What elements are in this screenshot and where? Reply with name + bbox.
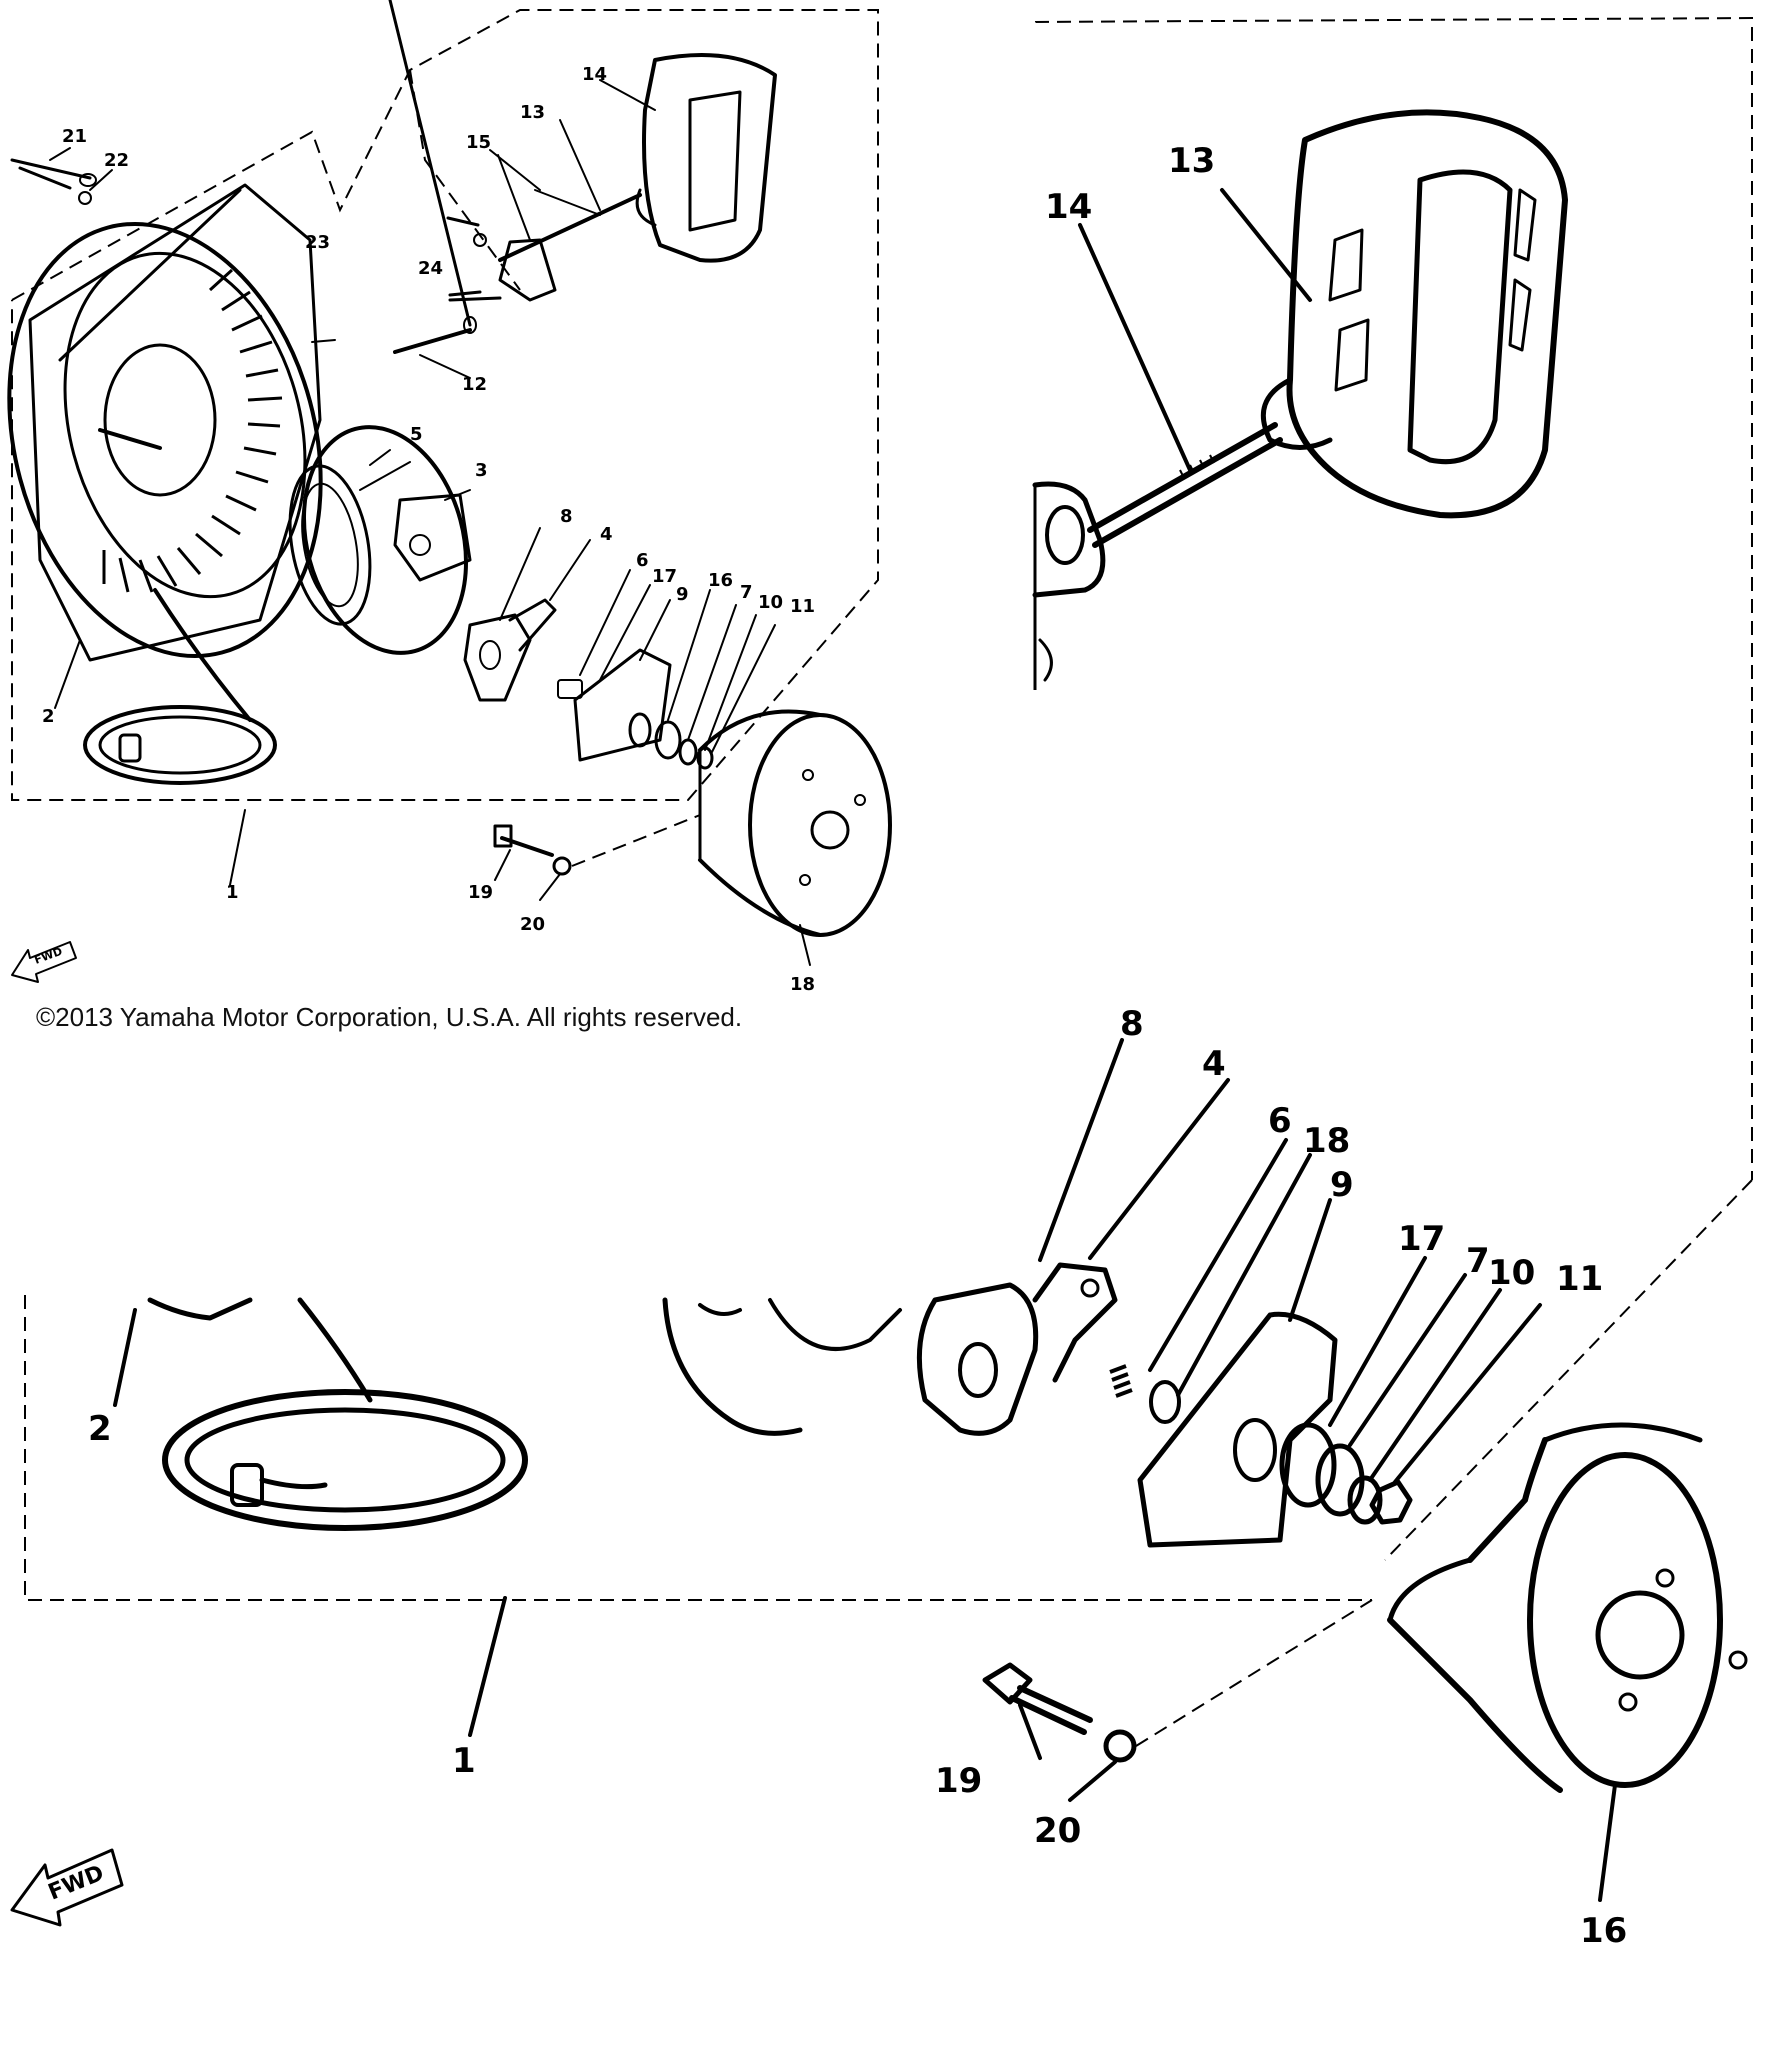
callouts-detail-bottom: 8 4 6 18 9 17 7 10 11 2 1 19 20 16	[88, 1004, 1627, 1951]
callout-4-large: 4	[1202, 1044, 1226, 1084]
callout-23: 23	[305, 232, 330, 253]
fwd-label-small: FWD	[33, 945, 64, 967]
callout-8-large: 8	[1120, 1004, 1144, 1044]
starter-rope	[83, 588, 277, 785]
callout-21: 21	[62, 126, 87, 147]
callout-17: 17	[652, 566, 677, 587]
main-exploded-view: 21 22 23 24 15 13 14 12 5 3 8 4 6 17 9 1…	[7, 0, 892, 995]
starter-cup-small	[698, 709, 892, 937]
friction-plate-stack	[557, 648, 714, 770]
callout-1: 1	[226, 882, 239, 903]
callout-4: 4	[600, 524, 613, 545]
callout-7: 7	[740, 582, 753, 603]
callout-14: 14	[582, 64, 607, 85]
callout-19-large: 19	[935, 1761, 982, 1801]
detail-handle-view: 13 14	[1032, 16, 1753, 1561]
callout-22: 22	[104, 150, 129, 171]
bolts-small	[18, 166, 701, 876]
callout-2: 2	[42, 706, 55, 727]
detail-bottom-dash	[24, 1295, 1372, 1601]
pawl-assembly	[463, 598, 557, 702]
callout-7-large: 7	[1466, 1241, 1490, 1281]
rope-reel	[288, 425, 472, 655]
detail-top-dash	[1034, 16, 1753, 1180]
callout-24: 24	[418, 258, 443, 279]
fwd-arrow-small: FWD	[11, 941, 77, 983]
fwd-arrow-large: FWD	[10, 1848, 124, 1927]
callout-11-large: 11	[1556, 1259, 1603, 1299]
callout-20: 20	[520, 914, 545, 935]
callouts-detail-top: 13 14	[1045, 141, 1215, 227]
callout-16-large: 17	[1398, 1219, 1445, 1259]
callout-13-large: 13	[1168, 141, 1215, 181]
callout-14-large: 14	[1045, 187, 1092, 227]
callout-10: 10	[758, 592, 783, 613]
callouts-small: 21 22 23 24 15 13 14 12 5 3 8 4 6 17 9 1…	[42, 64, 815, 995]
callout-12: 12	[462, 374, 487, 395]
detail-plate-view: 8 4 6 18 9 17 7 10 11 2 1 19 20 16	[24, 1004, 1748, 1951]
callout-16: 16	[708, 570, 733, 591]
callout-8: 8	[560, 506, 573, 527]
callout-3: 3	[475, 460, 488, 481]
callout-9-large: 9	[1330, 1165, 1354, 1205]
callout-18-large: 16	[1580, 1911, 1627, 1951]
callout-leaders-small	[49, 79, 811, 966]
callout-6: 6	[636, 550, 649, 571]
callout-20-large: 20	[1034, 1811, 1081, 1851]
main-boundary-dash	[11, 9, 879, 801]
callout-6-large: 6	[1268, 1101, 1292, 1141]
fwd-label-large: FWD	[45, 1861, 108, 1906]
callout-9: 9	[676, 584, 689, 605]
starter-handle-small	[489, 53, 777, 263]
callout-19: 19	[468, 882, 493, 903]
callout-5: 5	[410, 424, 423, 445]
callout-15: 15	[466, 132, 491, 153]
bracket-and-pin	[388, 0, 557, 354]
callout-13: 13	[520, 102, 545, 123]
callout-17-large: 18	[1303, 1121, 1350, 1161]
copyright-notice: ©2013 Yamaha Motor Corporation, U.S.A. A…	[36, 1002, 743, 1032]
callout-18: 18	[790, 974, 815, 995]
callout-2-large: 2	[88, 1409, 112, 1449]
callout-1-large: 1	[452, 1741, 476, 1781]
callout-10-large: 10	[1488, 1253, 1535, 1293]
callout-11: 11	[790, 596, 815, 617]
